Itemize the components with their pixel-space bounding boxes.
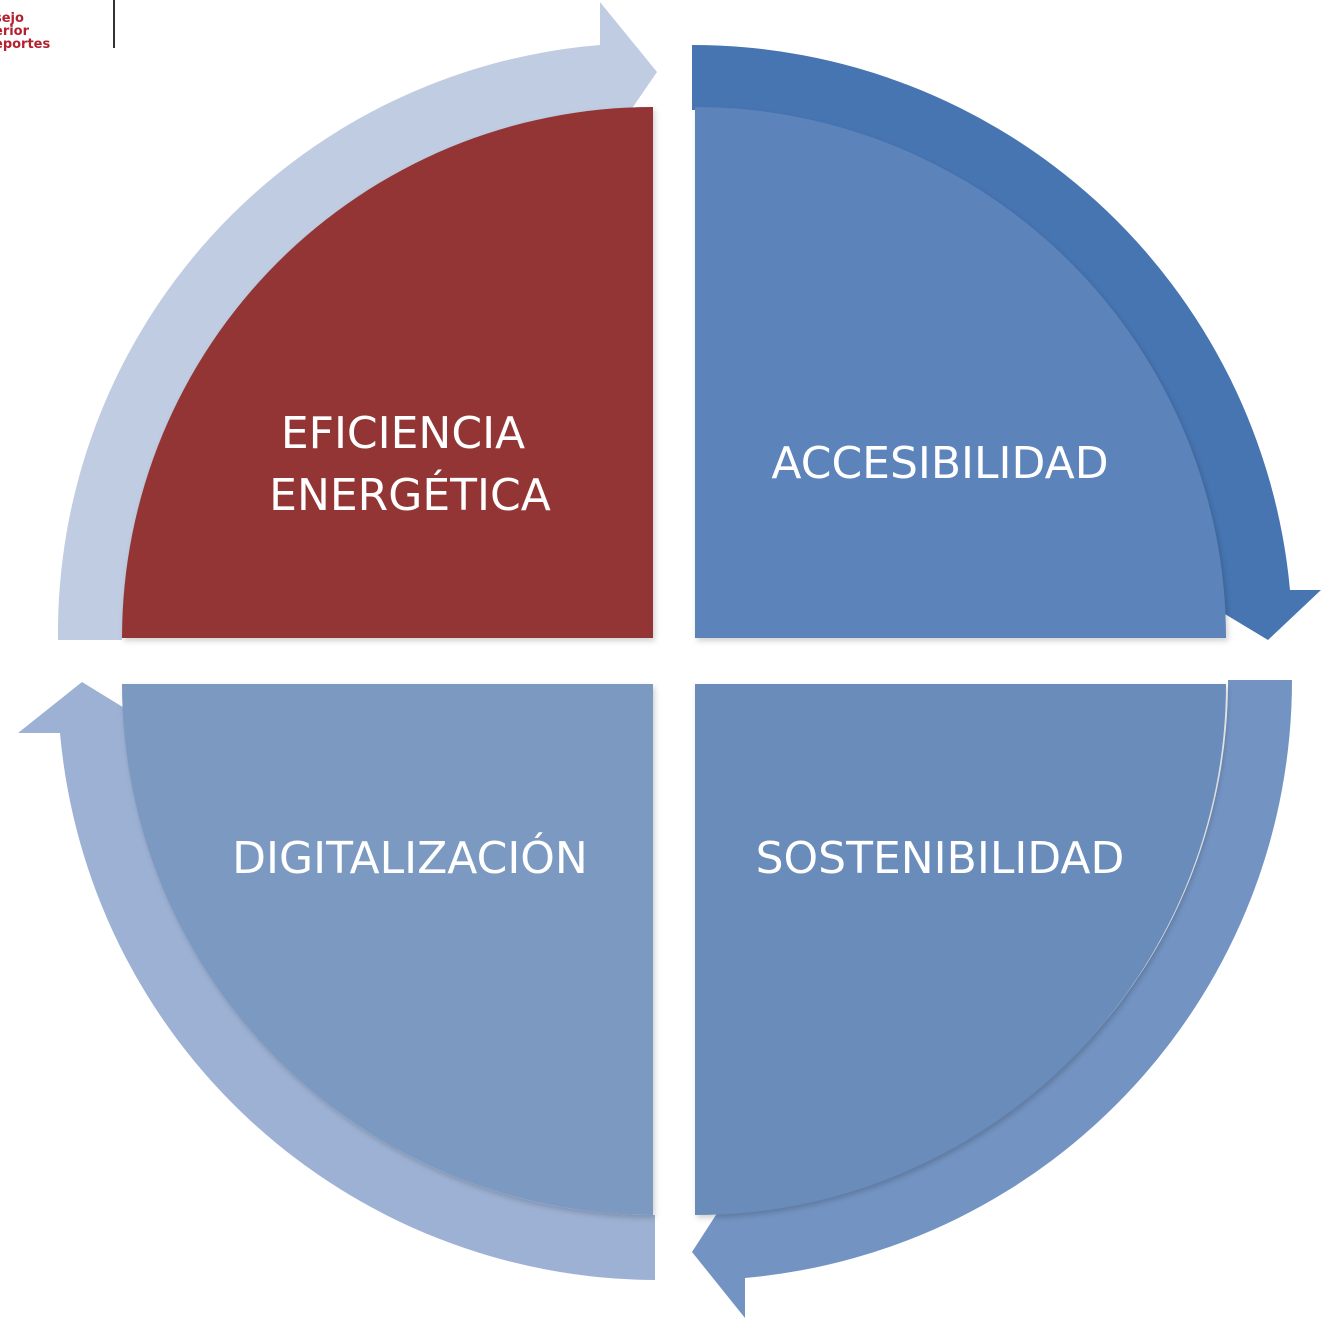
- quadrant-digitalizacion: [122, 684, 653, 1215]
- arrow-bottom-left: [18, 682, 655, 1280]
- label-digitalizacion: DIGITALIZACIÓN: [232, 831, 588, 884]
- label-eficiencia: EFICIENCIA ENERGÉTICA: [269, 408, 551, 521]
- quadrant-eficiencia-energetica: [122, 107, 653, 638]
- label-sostenibilidad: SOSTENIBILIDAD: [756, 833, 1125, 884]
- logo-text-line-2: erior: [0, 24, 30, 39]
- label-eficiencia-line-2: ENERGÉTICA: [269, 468, 551, 521]
- label-eficiencia-line-1: EFICIENCIA: [281, 408, 525, 459]
- label-accesibilidad: ACCESIBILIDAD: [771, 438, 1108, 489]
- arrow-bottom-right: [692, 680, 1293, 1318]
- arrow-top-right: [692, 44, 1321, 641]
- quadrant-accesibilidad: [695, 107, 1226, 638]
- logo: sejo erior eportes: [0, 0, 130, 70]
- logo-text-line-1: sejo: [0, 11, 24, 26]
- logo-divider: [113, 0, 115, 48]
- arrow-top-left: [57, 2, 657, 640]
- quadrant-sostenibilidad: [695, 684, 1226, 1215]
- logo-text-line-3: eportes: [0, 37, 51, 52]
